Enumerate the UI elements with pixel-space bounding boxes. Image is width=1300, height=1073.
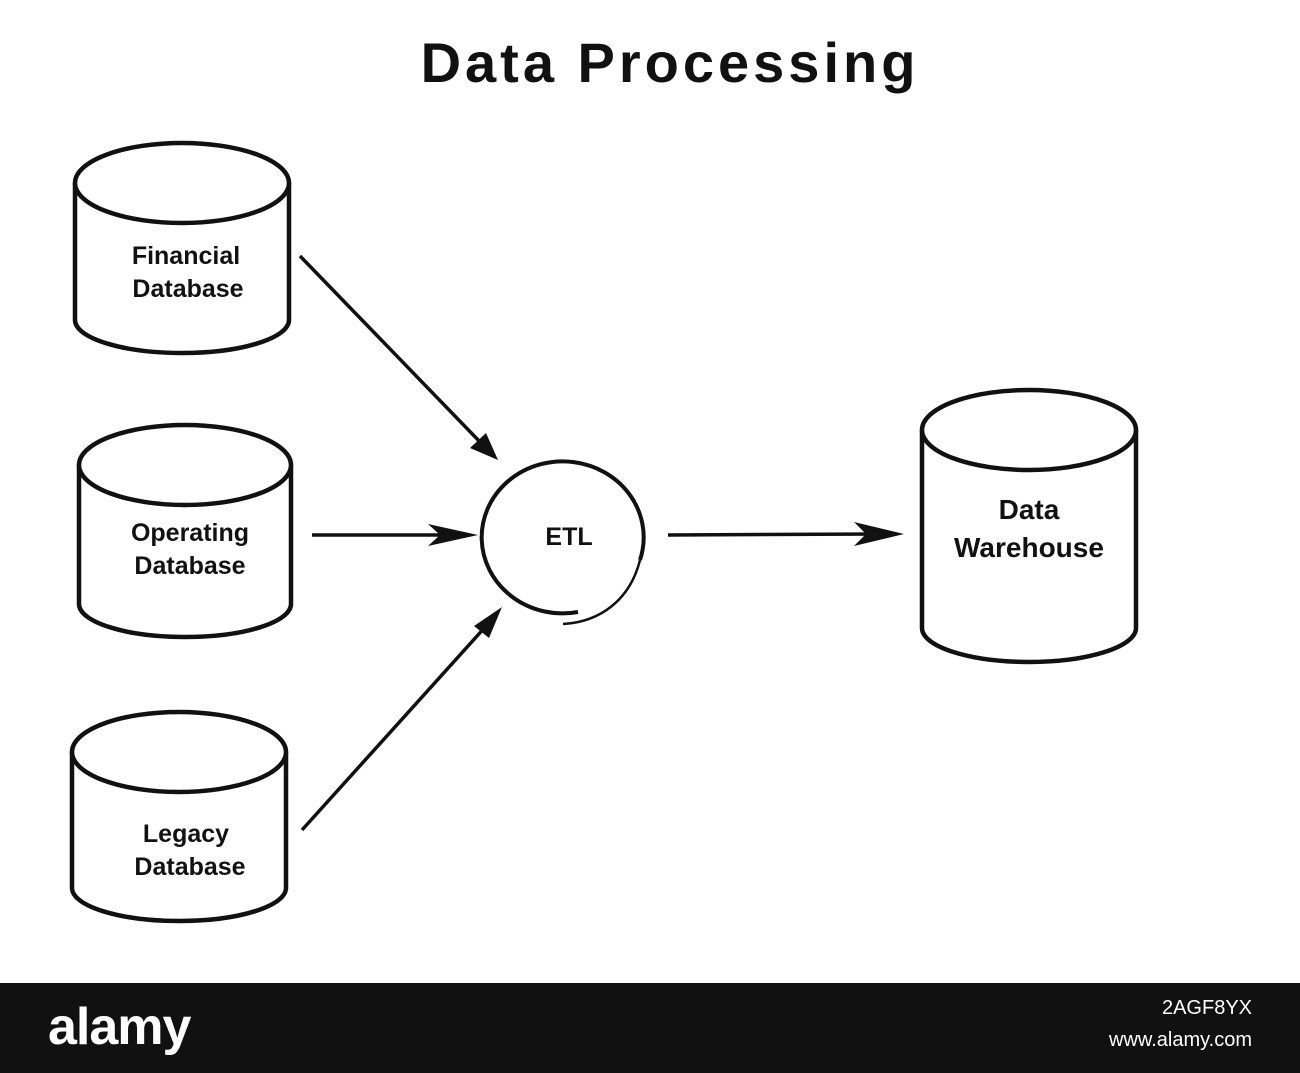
data-warehouse-label-line1: Data <box>999 494 1060 525</box>
legacy-database-label-line2: Database <box>134 853 245 881</box>
data-warehouse-label-line2: Warehouse <box>954 532 1104 563</box>
footer-bar: alamy 2AGF8YX www.alamy.com <box>0 983 1300 1073</box>
site-url: www.alamy.com <box>1109 1029 1252 1051</box>
operating-database-label-line2: Database <box>134 552 245 580</box>
diagram: Data Processing Financial Database Opera… <box>69 31 1139 924</box>
arrow-etl-to-warehouse <box>667 522 904 546</box>
data-warehouse-cylinder: Data Warehouse <box>919 387 1139 665</box>
operating-database-label-line1: Operating <box>131 519 249 547</box>
diagram-title: Data Processing <box>421 31 920 94</box>
arrow-operating-to-etl <box>312 524 478 546</box>
operating-database-cylinder: Operating Database <box>76 422 294 640</box>
arrow-legacy-to-etl <box>300 607 502 832</box>
financial-database-cylinder: Financial Database <box>72 140 292 356</box>
brand-logo: alamy <box>48 998 191 1056</box>
financial-database-label-line2: Database <box>132 275 243 303</box>
financial-database-label-line1: Financial <box>132 242 240 270</box>
image-id: 2AGF8YX <box>1161 997 1252 1019</box>
arrow-financial-to-etl <box>298 254 498 460</box>
legacy-database-label-line1: Legacy <box>143 820 229 848</box>
legacy-database-cylinder: Legacy Database <box>69 709 289 924</box>
etl-node: ETL <box>479 459 646 626</box>
etl-label: ETL <box>545 523 592 551</box>
